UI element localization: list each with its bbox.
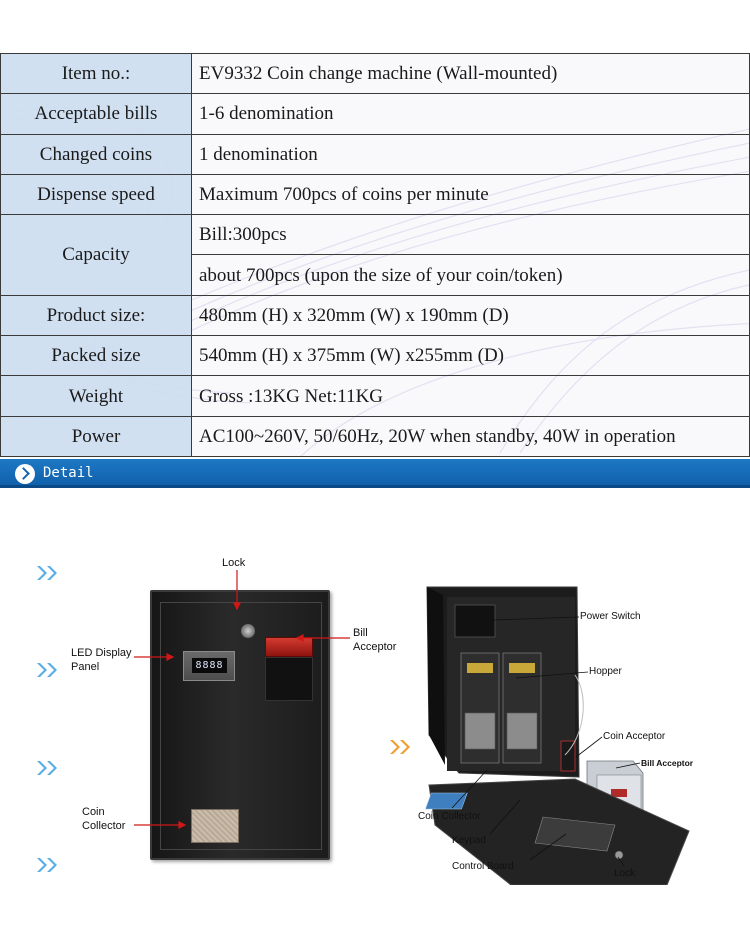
label-lock-open: Lock bbox=[614, 868, 636, 879]
spec-value: 1 denomination bbox=[191, 133, 750, 175]
spec-key: Changed coins bbox=[0, 133, 192, 175]
double-chevron-icon bbox=[37, 663, 57, 677]
label-bill-acceptor: Bill Acceptor bbox=[641, 758, 694, 768]
table-row: Acceptable bills 1-6 denomination bbox=[0, 93, 750, 135]
chevron-right-circle-icon bbox=[15, 464, 35, 484]
spec-value: 540mm (H) x 375mm (W) x255mm (D) bbox=[191, 335, 750, 377]
label-bill-acceptor-line1: Bill bbox=[353, 627, 368, 639]
spec-table-container: Item no.: EV9332 Coin change machine (Wa… bbox=[0, 53, 750, 457]
bill-acceptor-slot bbox=[265, 637, 313, 657]
spec-key: Weight bbox=[0, 375, 192, 417]
front-machine-photo: 8888 bbox=[150, 590, 330, 860]
double-chevron-icon bbox=[37, 566, 57, 580]
table-row: about 700pcs (upon the size of your coin… bbox=[1, 254, 750, 296]
label-coin-acceptor: Coin Acceptor bbox=[603, 731, 666, 742]
double-chevron-icon bbox=[37, 858, 57, 872]
table-row: Power AC100~260V, 50/60Hz, 20W when stan… bbox=[0, 415, 750, 457]
spec-value: EV9332 Coin change machine (Wall-mounted… bbox=[191, 53, 750, 95]
led-display-panel: 8888 bbox=[183, 651, 235, 681]
label-lock: Lock bbox=[222, 557, 246, 569]
spec-key: Packed size bbox=[0, 335, 192, 377]
label-bill-acceptor-line2: Acceptor bbox=[353, 641, 397, 653]
lock-keyhole bbox=[241, 624, 255, 638]
label-coin-collector: Coin Collector bbox=[418, 811, 481, 822]
spec-key: Item no.: bbox=[0, 53, 192, 95]
detail-label: Detail bbox=[43, 465, 94, 481]
spec-key: Dispense speed bbox=[0, 173, 192, 216]
table-row: Packed size 540mm (H) x 375mm (W) x255mm… bbox=[0, 335, 750, 377]
label-coin-collector-line1: Coin bbox=[82, 806, 105, 818]
front-door: 8888 bbox=[160, 602, 322, 850]
spec-value: 1-6 denomination bbox=[191, 93, 750, 135]
table-row: Product size: 480mm (H) x 320mm (W) x 19… bbox=[0, 294, 750, 337]
spec-value: Bill:300pcs bbox=[191, 214, 750, 256]
spec-key: Capacity bbox=[0, 214, 192, 296]
table-row: Dispense speed Maximum 700pcs of coins p… bbox=[0, 173, 750, 216]
double-chevron-icon bbox=[390, 740, 410, 754]
spec-value: Gross :13KG Net:11KG bbox=[191, 375, 750, 417]
detail-header-bar: Detail bbox=[0, 459, 750, 488]
led-readout: 8888 bbox=[192, 658, 227, 673]
label-led-display-line1: LED Display bbox=[71, 647, 132, 659]
table-row: Weight Gross :13KG Net:11KG bbox=[0, 375, 750, 417]
label-coin-collector-line2: Collector bbox=[82, 820, 126, 832]
label-hopper: Hopper bbox=[589, 666, 622, 677]
spec-key: Power bbox=[0, 415, 192, 457]
coin-collector-plate bbox=[191, 809, 239, 843]
label-power-switch: Power Switch bbox=[580, 611, 641, 622]
spec-table: Item no.: EV9332 Coin change machine (Wa… bbox=[0, 53, 750, 457]
spec-key: Acceptable bills bbox=[0, 93, 192, 135]
table-row: Changed coins 1 denomination bbox=[0, 133, 750, 175]
spec-value: about 700pcs (upon the size of your coin… bbox=[191, 254, 750, 296]
spec-value: AC100~260V, 50/60Hz, 20W when standby, 4… bbox=[191, 415, 750, 457]
table-row: Capacity Bill:300pcs bbox=[0, 214, 750, 296]
label-control-board: Control Board bbox=[452, 861, 514, 872]
spec-key: Product size: bbox=[0, 294, 192, 337]
double-chevron-icon bbox=[37, 761, 57, 775]
label-led-display-line2: Panel bbox=[71, 661, 100, 673]
table-row: Item no.: EV9332 Coin change machine (Wa… bbox=[0, 53, 750, 95]
bill-acceptor-body bbox=[265, 657, 313, 701]
spec-value: 480mm (H) x 320mm (W) x 190mm (D) bbox=[191, 294, 750, 337]
spec-value: Maximum 700pcs of coins per minute bbox=[191, 173, 750, 216]
label-keypad: Keypad bbox=[452, 835, 486, 846]
